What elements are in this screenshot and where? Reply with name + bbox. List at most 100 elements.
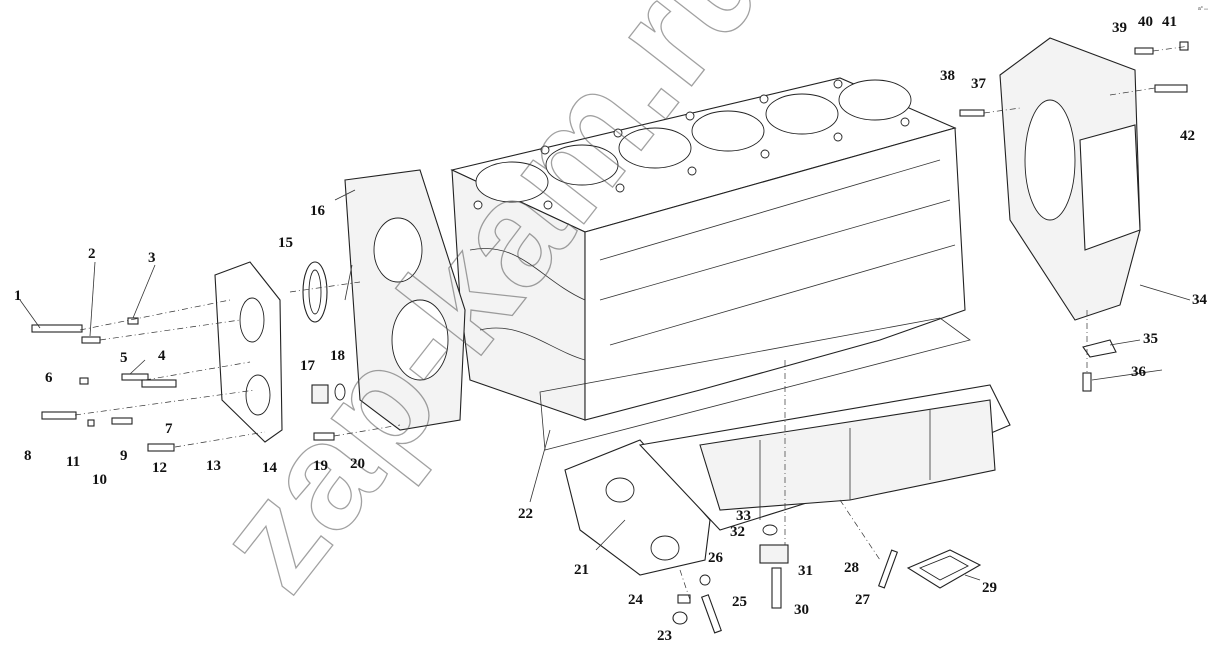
callout-12: 12	[152, 460, 167, 476]
bracket-35	[1082, 339, 1117, 358]
pin-2	[81, 336, 101, 344]
plug-41	[1179, 41, 1189, 51]
bolt-36	[1082, 372, 1092, 392]
callout-labels: 1 2 3 4 5 6 7 8 9 10 11 12 13 14 15 16 1…	[14, 14, 1208, 644]
callout-24: 24	[628, 592, 644, 608]
gasket-18	[334, 383, 346, 401]
callout-2: 2	[88, 246, 96, 262]
callout-30: 30	[794, 602, 809, 618]
cylinder-bore-1	[475, 161, 549, 203]
timing-cover-port	[650, 535, 680, 561]
bolt-19	[313, 432, 335, 441]
bolt-37	[959, 109, 985, 117]
oil-pan-ribs	[759, 410, 931, 520]
plug-23	[672, 611, 688, 625]
flywheel-housing-bore	[1024, 99, 1076, 221]
callout-13: 13	[206, 458, 221, 474]
front-oil-seal	[302, 261, 328, 323]
callout-28: 28	[844, 560, 859, 576]
callout-23: 23	[657, 628, 672, 644]
washer-6	[79, 377, 89, 385]
callout-25: 25	[732, 594, 747, 610]
callout-9: 9	[120, 448, 128, 464]
block-side-face	[584, 127, 966, 421]
leader-lines	[19, 189, 1191, 581]
callout-32: 32	[730, 524, 745, 540]
flywheel-housing	[999, 37, 1141, 321]
seal-inner	[308, 269, 322, 315]
callout-21: 21	[574, 562, 589, 578]
bolt-7	[141, 379, 177, 388]
callout-17: 17	[300, 358, 316, 374]
oil-pan-gasket-22	[539, 317, 971, 451]
washer-11	[87, 419, 95, 427]
callout-29: 29	[982, 580, 997, 596]
corner-mark: a⁰ ₙₙ	[1198, 6, 1208, 12]
bolt-1	[31, 324, 83, 333]
elbow-31	[759, 544, 789, 564]
front-cover-hole-upper	[239, 297, 265, 343]
callout-10: 10	[92, 472, 107, 488]
bolt-30	[771, 567, 782, 609]
cylinder-bore-2	[545, 144, 619, 186]
bolt-42	[1154, 84, 1188, 93]
gear-housing-bore-upper	[373, 217, 423, 283]
cylinder-bore-6	[838, 79, 912, 121]
callout-22: 22	[518, 506, 533, 522]
callout-1: 1	[14, 288, 22, 304]
pin-39	[1134, 47, 1154, 55]
callout-5: 5	[120, 350, 128, 366]
bolt-27	[877, 549, 899, 589]
bolt-25	[700, 594, 722, 634]
pin-9	[111, 417, 133, 425]
timing-cover	[564, 439, 711, 576]
oil-pan-sump	[699, 399, 996, 511]
block-ribs	[599, 159, 956, 346]
callout-33: 33	[736, 508, 751, 524]
oil-pan	[638, 384, 1011, 531]
gear-housing	[344, 169, 466, 431]
cover-plate-inner	[918, 555, 969, 581]
callout-37: 37	[971, 76, 987, 92]
callout-27: 27	[855, 592, 871, 608]
plug-17	[311, 384, 329, 404]
callout-42: 42	[1180, 128, 1195, 144]
callout-20: 20	[350, 456, 365, 472]
callout-38: 38	[940, 68, 955, 84]
callout-8: 8	[24, 448, 32, 464]
washer-26	[699, 574, 711, 586]
callout-31: 31	[798, 563, 813, 579]
callout-19: 19	[313, 458, 328, 474]
cylinder-bore-3	[618, 127, 692, 169]
callout-34: 34	[1192, 292, 1208, 308]
bolt-8	[41, 411, 77, 420]
callout-39: 39	[1112, 20, 1127, 36]
cylinder-bore-5	[765, 93, 839, 135]
callout-36: 36	[1131, 364, 1147, 380]
callout-16: 16	[310, 203, 326, 219]
gear-housing-bore-lower	[391, 299, 449, 381]
deck-bolt-holes	[473, 79, 910, 210]
block-front-details	[469, 248, 586, 361]
callout-41: 41	[1162, 14, 1177, 30]
callout-6: 6	[45, 370, 53, 386]
callout-15: 15	[278, 235, 293, 251]
callout-26: 26	[708, 550, 724, 566]
callout-40: 40	[1138, 14, 1153, 30]
gasket-24	[677, 594, 691, 604]
cover-plate-29	[906, 549, 982, 589]
o-ring-32	[762, 524, 778, 536]
callout-4: 4	[158, 348, 166, 364]
front-cover-plate	[214, 261, 283, 443]
bolt-4	[121, 373, 149, 381]
front-cover-hole-lower	[245, 374, 271, 416]
block-front-face	[451, 169, 586, 421]
callout-35: 35	[1143, 331, 1158, 347]
bolt-12	[147, 443, 175, 452]
timing-cover-hole	[605, 477, 635, 503]
callout-14: 14	[262, 460, 278, 476]
assembly-lines	[74, 45, 1191, 601]
callout-11: 11	[66, 454, 80, 470]
cylinder-bore-4	[691, 110, 765, 152]
